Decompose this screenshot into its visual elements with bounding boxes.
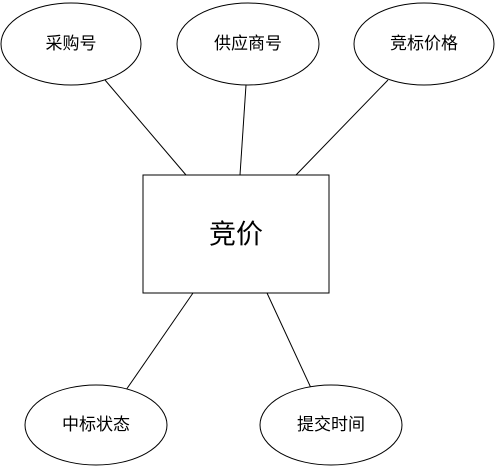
attribute-label: 提交时间 bbox=[297, 415, 365, 435]
connector-purchase-no bbox=[104, 79, 187, 176]
attribute-ellipse bbox=[353, 2, 495, 86]
attribute-award-status: 中标状态 bbox=[24, 384, 168, 466]
entity-box bbox=[142, 174, 330, 294]
connector-bid-price bbox=[295, 79, 389, 176]
attribute-label: 供应商号 bbox=[214, 34, 282, 54]
attribute-bid-price: 竞标价格 bbox=[353, 2, 495, 86]
attribute-supplier-no: 供应商号 bbox=[176, 2, 320, 86]
attribute-label: 竞标价格 bbox=[390, 34, 458, 54]
attribute-purchase-no: 采购号 bbox=[0, 2, 142, 86]
connector-award-status bbox=[125, 292, 194, 391]
attribute-label: 采购号 bbox=[46, 34, 97, 54]
attribute-label: 中标状态 bbox=[62, 415, 130, 435]
connector-supplier-no bbox=[239, 84, 247, 176]
connector-submit-time bbox=[266, 292, 312, 389]
entity-bidding: 竞价 bbox=[142, 174, 330, 294]
attribute-ellipse bbox=[24, 384, 168, 466]
attribute-submit-time: 提交时间 bbox=[259, 384, 403, 466]
attribute-ellipse bbox=[0, 2, 142, 86]
entity-label: 竞价 bbox=[209, 220, 263, 251]
attribute-ellipse bbox=[176, 2, 320, 86]
attribute-ellipse bbox=[259, 384, 403, 466]
